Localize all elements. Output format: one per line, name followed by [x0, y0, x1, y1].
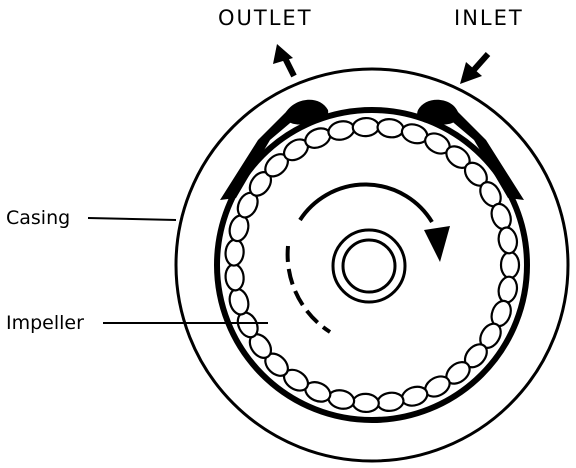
impeller-vane: [497, 275, 519, 304]
impeller-vane: [497, 226, 519, 255]
rotation-arc: [298, 182, 434, 224]
impeller-vane: [499, 250, 521, 280]
casing-label: Casing: [6, 207, 71, 229]
impeller-vane: [224, 263, 245, 292]
casing-leader-line: [87, 217, 177, 221]
impeller-vane: [327, 120, 356, 141]
rotation-dashes: [285, 245, 332, 334]
impeller-vane: [351, 116, 380, 138]
impeller-vane: [376, 118, 405, 139]
inlet-label: INLET: [454, 6, 524, 30]
impeller-vane: [327, 389, 356, 410]
impeller-label: Impeller: [6, 312, 84, 334]
hub-outer-ring: [331, 228, 407, 304]
rotation-arrowhead: [424, 226, 450, 262]
impeller-vane: [224, 238, 245, 267]
hub-inner-ring: [341, 238, 397, 294]
impeller-vane: [376, 391, 405, 412]
stripper-right: [448, 108, 524, 200]
impeller-vanes: [224, 116, 521, 414]
stripper-left: [220, 108, 296, 200]
outlet-port: [285, 99, 329, 125]
outlet-label: OUTLET: [218, 6, 313, 30]
inlet-arrow: [460, 52, 491, 84]
impeller-vane: [351, 392, 380, 414]
outer-casing-circle: [174, 67, 570, 463]
flow-channel-ring: [214, 107, 530, 423]
inlet-port: [417, 99, 459, 125]
outlet-arrow: [273, 44, 297, 78]
